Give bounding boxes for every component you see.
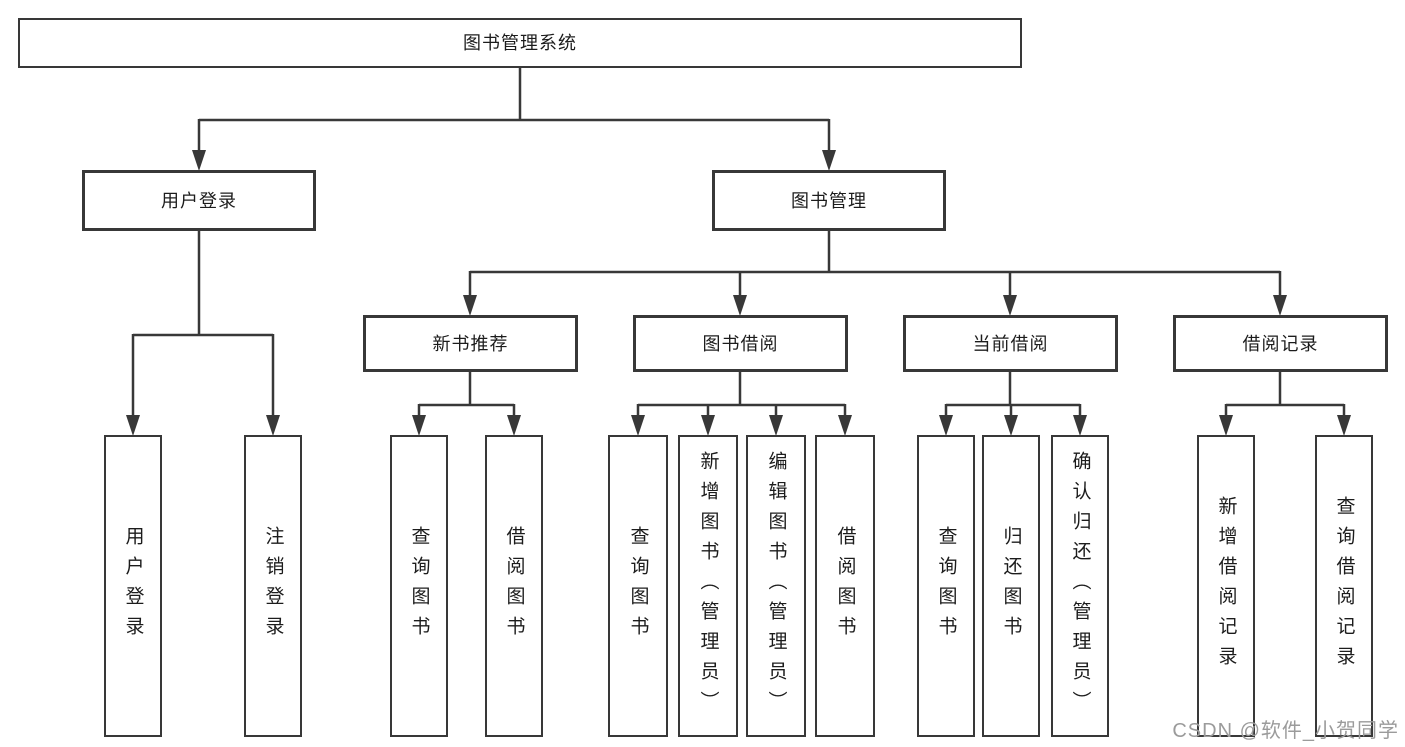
- node-leaf-logout-label: 注销登录: [262, 526, 284, 646]
- node-leaf-bb-edit-book-admin: 编辑图书（管理员）: [746, 435, 806, 737]
- node-book-borrow: 图书借阅: [633, 315, 848, 372]
- arrowhead: [507, 415, 521, 436]
- node-new-book-rec-label: 新书推荐: [432, 333, 509, 354]
- arrowhead: [701, 415, 715, 436]
- arrowhead: [412, 415, 426, 436]
- arrowhead: [266, 415, 280, 436]
- node-leaf-bb-add-book-admin-label: 新增图书（管理员）: [697, 451, 719, 721]
- node-leaf-bb-add-book-admin: 新增图书（管理员）: [678, 435, 738, 737]
- node-leaf-logout: 注销登录: [244, 435, 302, 737]
- node-current-borrow-label: 当前借阅: [972, 333, 1049, 354]
- connector-user-login-to-leaves: [131, 230, 275, 418]
- node-leaf-nbr-borrow-book-label: 借阅图书: [503, 526, 525, 646]
- arrowhead: [1003, 295, 1017, 316]
- node-leaf-cb-confirm-return-admin-label: 确认归还（管理员）: [1069, 451, 1091, 721]
- node-user-login: 用户登录: [82, 170, 316, 231]
- node-leaf-bb-borrow-book: 借阅图书: [815, 435, 875, 737]
- node-borrow-record-label: 借阅记录: [1242, 333, 1319, 354]
- connector-root-to-level2: [197, 68, 831, 153]
- connector-leaf-stems: [417, 404, 1346, 418]
- node-leaf-nbr-borrow-book: 借阅图书: [485, 435, 543, 737]
- node-new-book-rec: 新书推荐: [363, 315, 578, 372]
- node-book-borrow-label: 图书借阅: [702, 333, 779, 354]
- arrowhead: [838, 415, 852, 436]
- arrowheads: [126, 150, 1351, 436]
- node-leaf-bb-borrow-book-label: 借阅图书: [834, 526, 856, 646]
- node-leaf-br-query-record: 查询借阅记录: [1315, 435, 1373, 737]
- node-user-login-label: 用户登录: [161, 190, 237, 211]
- node-leaf-nbr-query-book-label: 查询图书: [408, 526, 430, 646]
- arrowhead: [1073, 415, 1087, 436]
- connector-book-mgmt-to-level3: [468, 230, 1282, 298]
- node-book-mgmt-label: 图书管理: [791, 190, 867, 211]
- node-leaf-nbr-query-book: 查询图书: [390, 435, 448, 737]
- node-book-mgmt: 图书管理: [712, 170, 946, 231]
- node-leaf-cb-query-book: 查询图书: [917, 435, 975, 737]
- node-leaf-cb-query-book-label: 查询图书: [935, 526, 957, 646]
- node-current-borrow: 当前借阅: [903, 315, 1118, 372]
- node-root-label: 图书管理系统: [463, 33, 577, 53]
- node-leaf-cb-confirm-return-admin: 确认归还（管理员）: [1051, 435, 1109, 737]
- node-borrow-record: 借阅记录: [1173, 315, 1388, 372]
- arrowhead: [1219, 415, 1233, 436]
- node-leaf-cb-return-book-label: 归还图书: [1000, 526, 1022, 646]
- arrowhead: [939, 415, 953, 436]
- arrowhead: [769, 415, 783, 436]
- arrowhead: [1004, 415, 1018, 436]
- node-leaf-user-login-label: 用户登录: [122, 526, 144, 646]
- node-leaf-br-add-record-label: 新增借阅记录: [1215, 496, 1237, 676]
- node-leaf-cb-return-book: 归还图书: [982, 435, 1040, 737]
- arrowhead: [192, 150, 206, 171]
- node-leaf-bb-query-book: 查询图书: [608, 435, 668, 737]
- node-leaf-br-add-record: 新增借阅记录: [1197, 435, 1255, 737]
- arrowhead: [733, 295, 747, 316]
- node-leaf-br-query-record-label: 查询借阅记录: [1333, 496, 1355, 676]
- arrowhead: [126, 415, 140, 436]
- arrowhead: [1273, 295, 1287, 316]
- connector-level3-branches: [419, 371, 1344, 407]
- arrowhead: [1337, 415, 1351, 436]
- node-leaf-bb-query-book-label: 查询图书: [627, 526, 649, 646]
- watermark: CSDN @软件_小贺同学: [1172, 720, 1399, 742]
- arrowhead: [463, 295, 477, 316]
- arrowhead: [822, 150, 836, 171]
- node-leaf-bb-edit-book-admin-label: 编辑图书（管理员）: [765, 451, 787, 721]
- node-leaf-user-login: 用户登录: [104, 435, 162, 737]
- arrowhead: [631, 415, 645, 436]
- node-root: 图书管理系统: [18, 18, 1022, 68]
